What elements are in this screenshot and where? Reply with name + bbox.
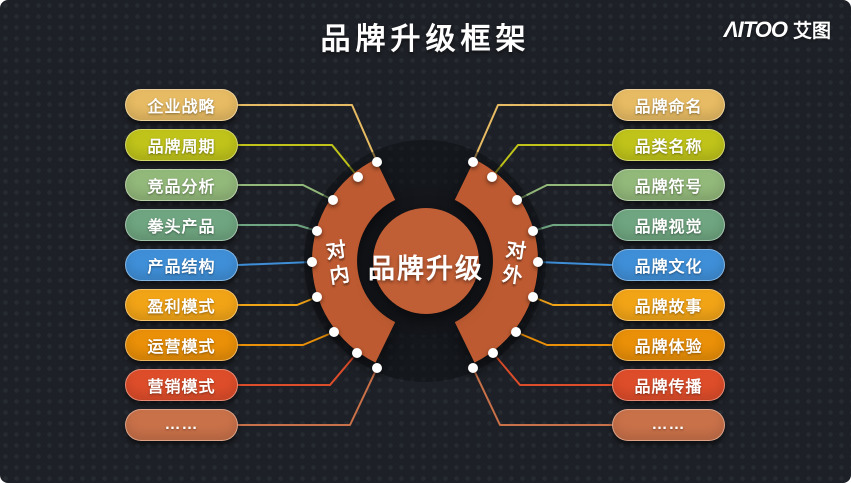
right-node-label: 品牌文化 (634, 259, 703, 276)
left-node: 竞品分析 (125, 169, 238, 201)
right-node-label: 品牌传播 (634, 379, 703, 396)
right-node-label: 品类名称 (634, 139, 703, 156)
connector-line (238, 144, 359, 178)
connector-dot (468, 363, 478, 373)
right-node-label: 品牌符号 (634, 179, 703, 196)
right-node: 品牌视觉 (612, 209, 725, 241)
connector-dot (353, 172, 363, 182)
left-node-label: 竞品分析 (147, 179, 216, 196)
page-title: 品牌升级框架 (320, 23, 531, 56)
right-node: 品牌体验 (612, 329, 725, 361)
brand-logo-wordmark: ΛITOO (723, 17, 788, 42)
right-node: 品牌命名 (612, 89, 725, 121)
left-node: 品牌周期 (125, 129, 238, 161)
left-node-label: 盈利模式 (147, 299, 216, 316)
right-node-label: 品牌命名 (634, 99, 703, 116)
brand-logo-cn: 艾图 (792, 21, 831, 42)
connector-line (238, 224, 318, 232)
connector-dot (372, 157, 382, 167)
right-node-label: …… (651, 416, 686, 433)
right-node: …… (612, 409, 725, 441)
connector-line (515, 331, 612, 346)
connector-dot (528, 292, 538, 302)
connector-line (516, 184, 612, 201)
left-node-label: 品牌周期 (147, 139, 216, 156)
left-node: 营销模式 (125, 369, 238, 401)
connector-line (238, 184, 334, 201)
right-node-label: 品牌故事 (634, 299, 703, 316)
right-node-label: 品牌视觉 (634, 219, 703, 236)
connector-line (537, 261, 613, 266)
left-node: …… (125, 409, 238, 441)
connector-dot (328, 195, 338, 205)
left-node: 运营模式 (125, 329, 238, 361)
connector-line (238, 352, 358, 386)
connector-line (532, 296, 612, 306)
left-node-label: …… (164, 416, 199, 433)
ring-right-arc (454, 159, 539, 363)
right-node: 品牌故事 (612, 289, 725, 321)
connector-dot (329, 327, 339, 337)
right-node: 品牌文化 (612, 249, 725, 281)
connector-line (491, 144, 612, 178)
connector-dot (511, 327, 521, 337)
connector-dot (487, 172, 497, 182)
connector-line (237, 261, 313, 266)
right-node: 品类名称 (612, 129, 725, 161)
left-node-label: 运营模式 (147, 339, 216, 356)
connector-dot (528, 226, 538, 236)
right-node: 品牌传播 (612, 369, 725, 401)
connector-dot (312, 292, 322, 302)
left-node: 拳头产品 (125, 209, 238, 241)
connector-dot (312, 226, 322, 236)
connector-line (238, 331, 335, 346)
connector-line (238, 104, 378, 163)
connector-line (532, 224, 612, 232)
connector-line (238, 296, 318, 306)
connector-dot (468, 157, 478, 167)
center-label: 品牌升级 (368, 254, 484, 284)
right-node: 品牌符号 (612, 169, 725, 201)
connector-dot (533, 257, 543, 267)
connector-line (492, 352, 612, 386)
left-node: 盈利模式 (125, 289, 238, 321)
connector-line (238, 367, 378, 426)
connector-line (472, 367, 612, 426)
ring-left-arc (311, 159, 396, 363)
connector-dot (307, 257, 317, 267)
connector-dot (372, 363, 382, 373)
center-circle (373, 208, 479, 314)
left-node-label: 营销模式 (147, 379, 216, 396)
left-node: 产品结构 (125, 249, 238, 281)
connector-dot (352, 348, 362, 358)
connector-dot (488, 348, 498, 358)
left-node-label: 拳头产品 (147, 219, 216, 236)
left-node: 企业战略 (125, 89, 238, 121)
right-node-label: 品牌体验 (634, 339, 703, 356)
connector-dot (512, 195, 522, 205)
left-node-label: 产品结构 (147, 259, 216, 276)
connector-line (472, 104, 612, 163)
left-node-label: 企业战略 (147, 99, 216, 116)
